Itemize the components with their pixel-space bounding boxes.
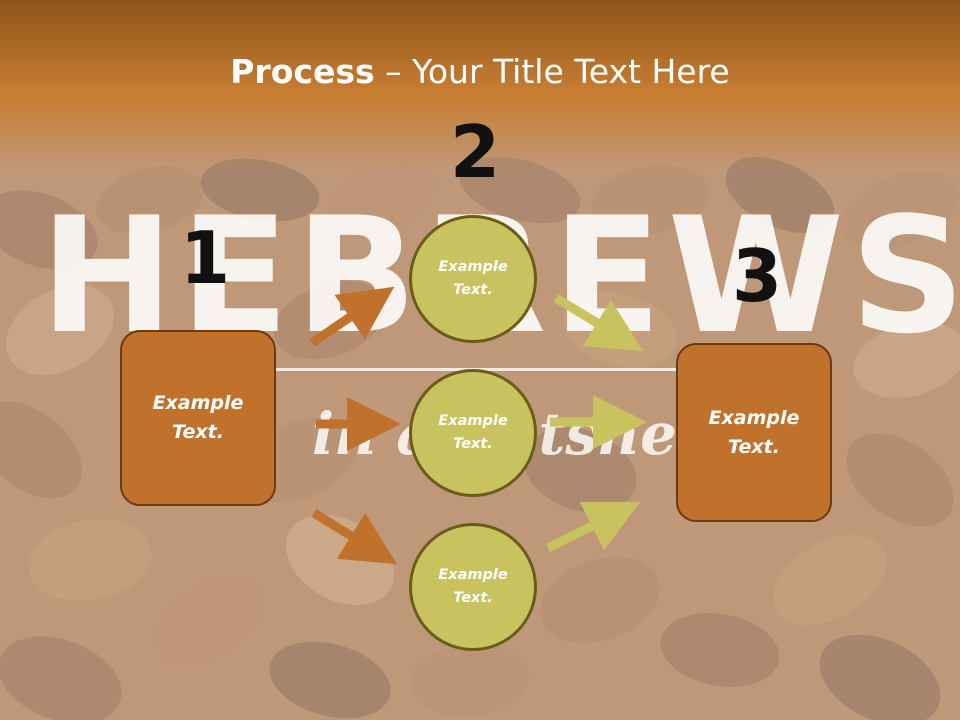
left-process-box[interactable]: Example Text. xyxy=(120,330,276,506)
arrow-top-to-right xyxy=(553,294,644,352)
title-rest: – Your Title Text Here xyxy=(374,52,730,91)
arrow-left-to-bottom xyxy=(311,509,397,565)
circle-bottom-text: Example Text. xyxy=(438,567,508,606)
arrow-left-to-top xyxy=(309,286,395,347)
slide-title: Process – Your Title Text Here xyxy=(0,52,960,91)
right-box-text: Example Text. xyxy=(708,406,800,458)
header-band xyxy=(0,0,960,170)
arrow-bottom-to-right xyxy=(545,501,641,553)
circle-bottom[interactable]: Example Text. xyxy=(409,523,537,651)
step-number-1: 1 xyxy=(180,216,231,300)
step-number-2: 2 xyxy=(450,110,501,194)
circle-middle-text: Example Text. xyxy=(438,413,508,452)
step-number-3: 3 xyxy=(732,234,783,318)
right-process-box[interactable]: Example Text. xyxy=(676,343,832,522)
circle-top-text: Example Text. xyxy=(438,259,508,298)
circle-middle[interactable]: Example Text. xyxy=(409,369,537,497)
left-box-text: Example Text. xyxy=(152,392,244,443)
title-bold: Process xyxy=(230,52,375,91)
circle-top[interactable]: Example Text. xyxy=(409,215,537,343)
